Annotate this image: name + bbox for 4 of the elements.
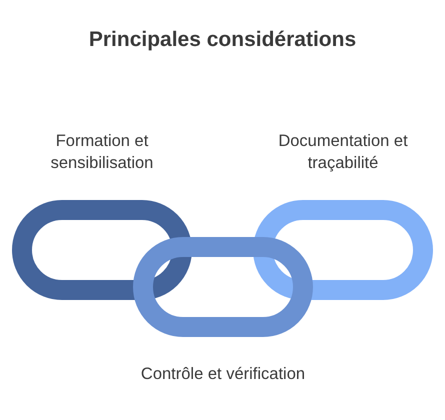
title: Principales considérations [88,28,358,52]
link-label: Contrôle et vérification [140,364,306,385]
link-label: Documentation et traçabilité [277,131,409,174]
link-label: Formation et sensibilisation [50,131,154,174]
